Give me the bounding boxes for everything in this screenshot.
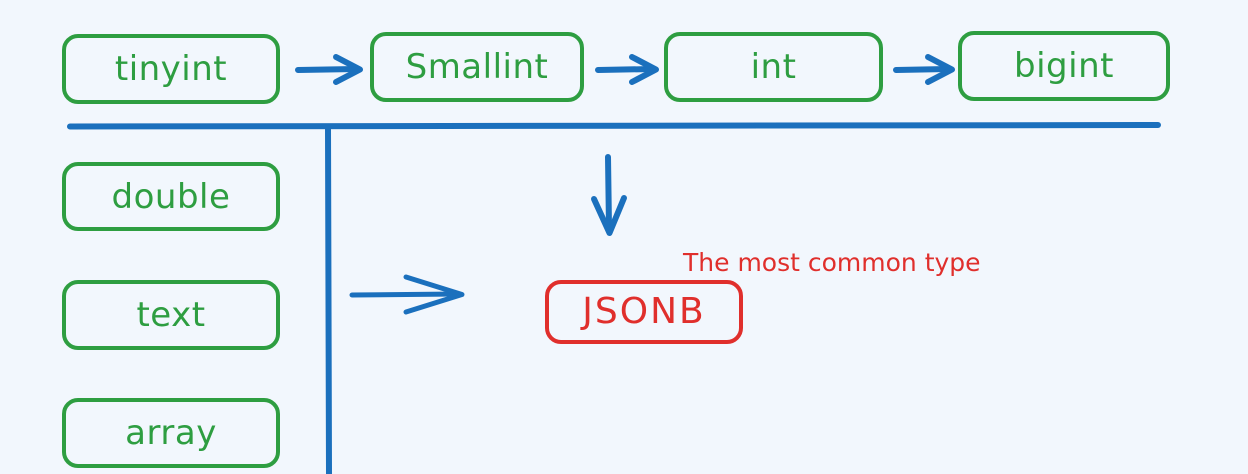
node-smallint[interactable]: Smallint	[370, 32, 584, 102]
horizontal-divider	[67, 122, 1161, 130]
node-double[interactable]: double	[62, 162, 280, 231]
node-jsonb-label: JSONB	[582, 291, 706, 332]
arrow-int-to-bigint	[893, 54, 955, 85]
node-text-label: text	[136, 295, 206, 335]
vertical-divider	[325, 125, 332, 474]
arrow-down-to-jsonb	[591, 154, 627, 236]
node-text[interactable]: text	[62, 280, 280, 350]
node-array[interactable]: array	[62, 398, 280, 468]
node-smallint-label: Smallint	[405, 47, 549, 87]
node-bigint-label: bigint	[1014, 46, 1114, 86]
node-tinyint-label: tinyint	[114, 49, 228, 89]
jsonb-annotation: The most common type	[683, 248, 981, 277]
node-tinyint[interactable]: tinyint	[62, 34, 280, 104]
node-double-label: double	[111, 176, 231, 217]
node-int-label: int	[750, 47, 797, 87]
arrow-tinyint-to-smallint	[295, 54, 363, 85]
node-array-label: array	[125, 413, 217, 453]
arrow-right-to-jsonb	[349, 274, 465, 315]
arrow-smallint-to-int	[595, 54, 659, 85]
node-int[interactable]: int	[664, 32, 883, 102]
node-jsonb[interactable]: JSONB	[545, 280, 743, 344]
node-bigint[interactable]: bigint	[958, 31, 1170, 101]
